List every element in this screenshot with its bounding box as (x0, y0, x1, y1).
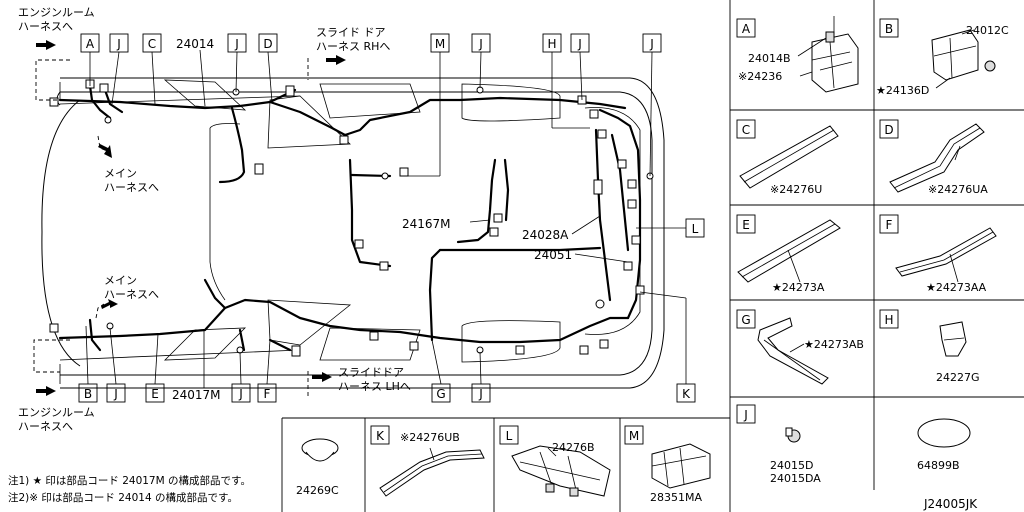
note-1: 注1) ★ 印は部品コード 24017M の構成部品です。 (8, 474, 251, 487)
main-harness-label-bottom-2: ハーネスへ (104, 288, 159, 301)
svg-text:H: H (884, 313, 893, 327)
slide-door-rh-label: スライド ドア (316, 26, 386, 39)
callout-h: H (547, 37, 556, 51)
callout-j: J (238, 387, 243, 401)
panel-l: L 24276B (499, 425, 611, 497)
panel-a: A 24014B ※24236 (736, 16, 859, 93)
svg-text:G: G (741, 313, 750, 327)
slide-door-lh-label: スライドドア (338, 366, 404, 379)
main-harness-label-top: メイン (104, 167, 137, 180)
part-label: 24269C (296, 484, 339, 497)
part-label-24028a: 24028A (522, 228, 569, 242)
panel-b: B 24012C ★24136D (876, 18, 1009, 97)
vehicle-body-outline (41, 77, 665, 389)
panel-pad: 64899B (917, 418, 971, 472)
svg-text:D: D (884, 123, 893, 137)
callout-j: J (478, 37, 483, 51)
callouts-bottom: B J E J F G J K (78, 383, 696, 403)
slide-door-lh-label-2: ハーネス LHへ (338, 380, 411, 393)
leader-lines (85, 49, 687, 388)
part-label: 24227G (936, 371, 980, 384)
part-label: 24015DA (770, 472, 821, 485)
part-label: 24012C (966, 24, 1009, 37)
callout-j: J (649, 37, 654, 51)
callout-f: F (264, 387, 271, 401)
part-label: ★24273A (772, 281, 825, 294)
arrow-left-icon (36, 386, 56, 396)
callout-a: A (86, 37, 95, 51)
part-label: ★24273AA (926, 281, 987, 294)
panel-h: H 24227G (879, 309, 980, 384)
bolt-icon (984, 60, 996, 72)
part-label: 24015D (770, 459, 813, 472)
part-label: ※24276U (770, 183, 822, 196)
part-label: ※24276UB (400, 431, 460, 444)
part-label: ※24276UA (928, 183, 988, 196)
engine-room-harness-label-bottom: エンジンルーム (18, 406, 95, 419)
callouts-top: A J C J D M J H J J (80, 33, 662, 53)
svg-text:M: M (629, 429, 639, 443)
callout-d: D (263, 37, 272, 51)
svg-text:B: B (885, 22, 893, 36)
main-harness-label-top-2: ハーネスへ (104, 181, 159, 194)
connector-blocks (49, 79, 654, 357)
note-2: 注2)※ 印は部品コード 24014 の構成部品です。 (8, 491, 238, 504)
engine-room-harness-label-bottom-2: ハーネスへ (18, 420, 73, 433)
panel-j: J 24015D 24015DA (736, 404, 821, 485)
part-label-24051: 24051 (534, 248, 572, 262)
part-label-24014: 24014 (176, 37, 214, 51)
panel-g: G ★24273AB (736, 309, 864, 385)
callout-l: L (692, 222, 699, 236)
callout-j: J (478, 387, 483, 401)
callout-j: J (577, 37, 582, 51)
callout-j: J (116, 37, 121, 51)
panel-f: F ★24273AA (879, 214, 997, 294)
svg-text:K: K (376, 429, 385, 443)
part-label: ★24136D (876, 84, 929, 97)
svg-text:C: C (742, 123, 750, 137)
svg-text:E: E (742, 218, 750, 232)
arrow-down-right-icon (98, 144, 112, 158)
panel-c: C ※24276U (736, 119, 839, 196)
harness-wires (58, 84, 642, 352)
part-label: ※24236 (738, 70, 782, 83)
callout-c: C (148, 37, 156, 51)
part-label-24167m: 24167M (402, 217, 451, 231)
diagram-code: J24005JK (923, 497, 978, 511)
clip-icon (825, 31, 835, 43)
callout-j: J (113, 387, 118, 401)
slide-door-rh-label-2: ハーネス RHへ (316, 40, 390, 53)
part-label: 24014B (748, 52, 791, 65)
callout-e: E (151, 387, 159, 401)
arrow-right-icon (312, 372, 332, 382)
parts-panel-grid (281, 0, 1024, 512)
panel-e: E ★24273A (736, 214, 841, 294)
part-label: 24276B (552, 441, 595, 454)
arrow-up-right-icon (101, 299, 118, 309)
part-label: 28351MA (650, 491, 702, 504)
part-label: ★24273AB (804, 338, 864, 351)
svg-text:L: L (506, 429, 513, 443)
arrow-right-icon (326, 55, 346, 65)
arrow-left-icon (36, 40, 56, 50)
svg-text:A: A (742, 22, 751, 36)
callout-g: G (436, 387, 445, 401)
panel-m: M 28351MA (624, 425, 711, 504)
panel-k: K ※24276UB (370, 425, 485, 497)
svg-text:J: J (743, 408, 748, 422)
main-harness-label-bottom: メイン (104, 274, 137, 287)
callout-m: M (435, 37, 445, 51)
panel-d: D ※24276UA (879, 119, 988, 196)
callout-b: B (84, 387, 92, 401)
engine-room-harness-label-top: エンジンルーム (18, 6, 95, 19)
part-label-24017m: 24017M (172, 388, 221, 402)
engine-room-harness-label-top-2: ハーネスへ (18, 20, 73, 33)
panel-grommet: 24269C (296, 438, 339, 497)
callout-j: J (234, 37, 239, 51)
part-label: 64899B (917, 459, 960, 472)
svg-text:F: F (886, 218, 893, 232)
callout-k: K (682, 387, 691, 401)
